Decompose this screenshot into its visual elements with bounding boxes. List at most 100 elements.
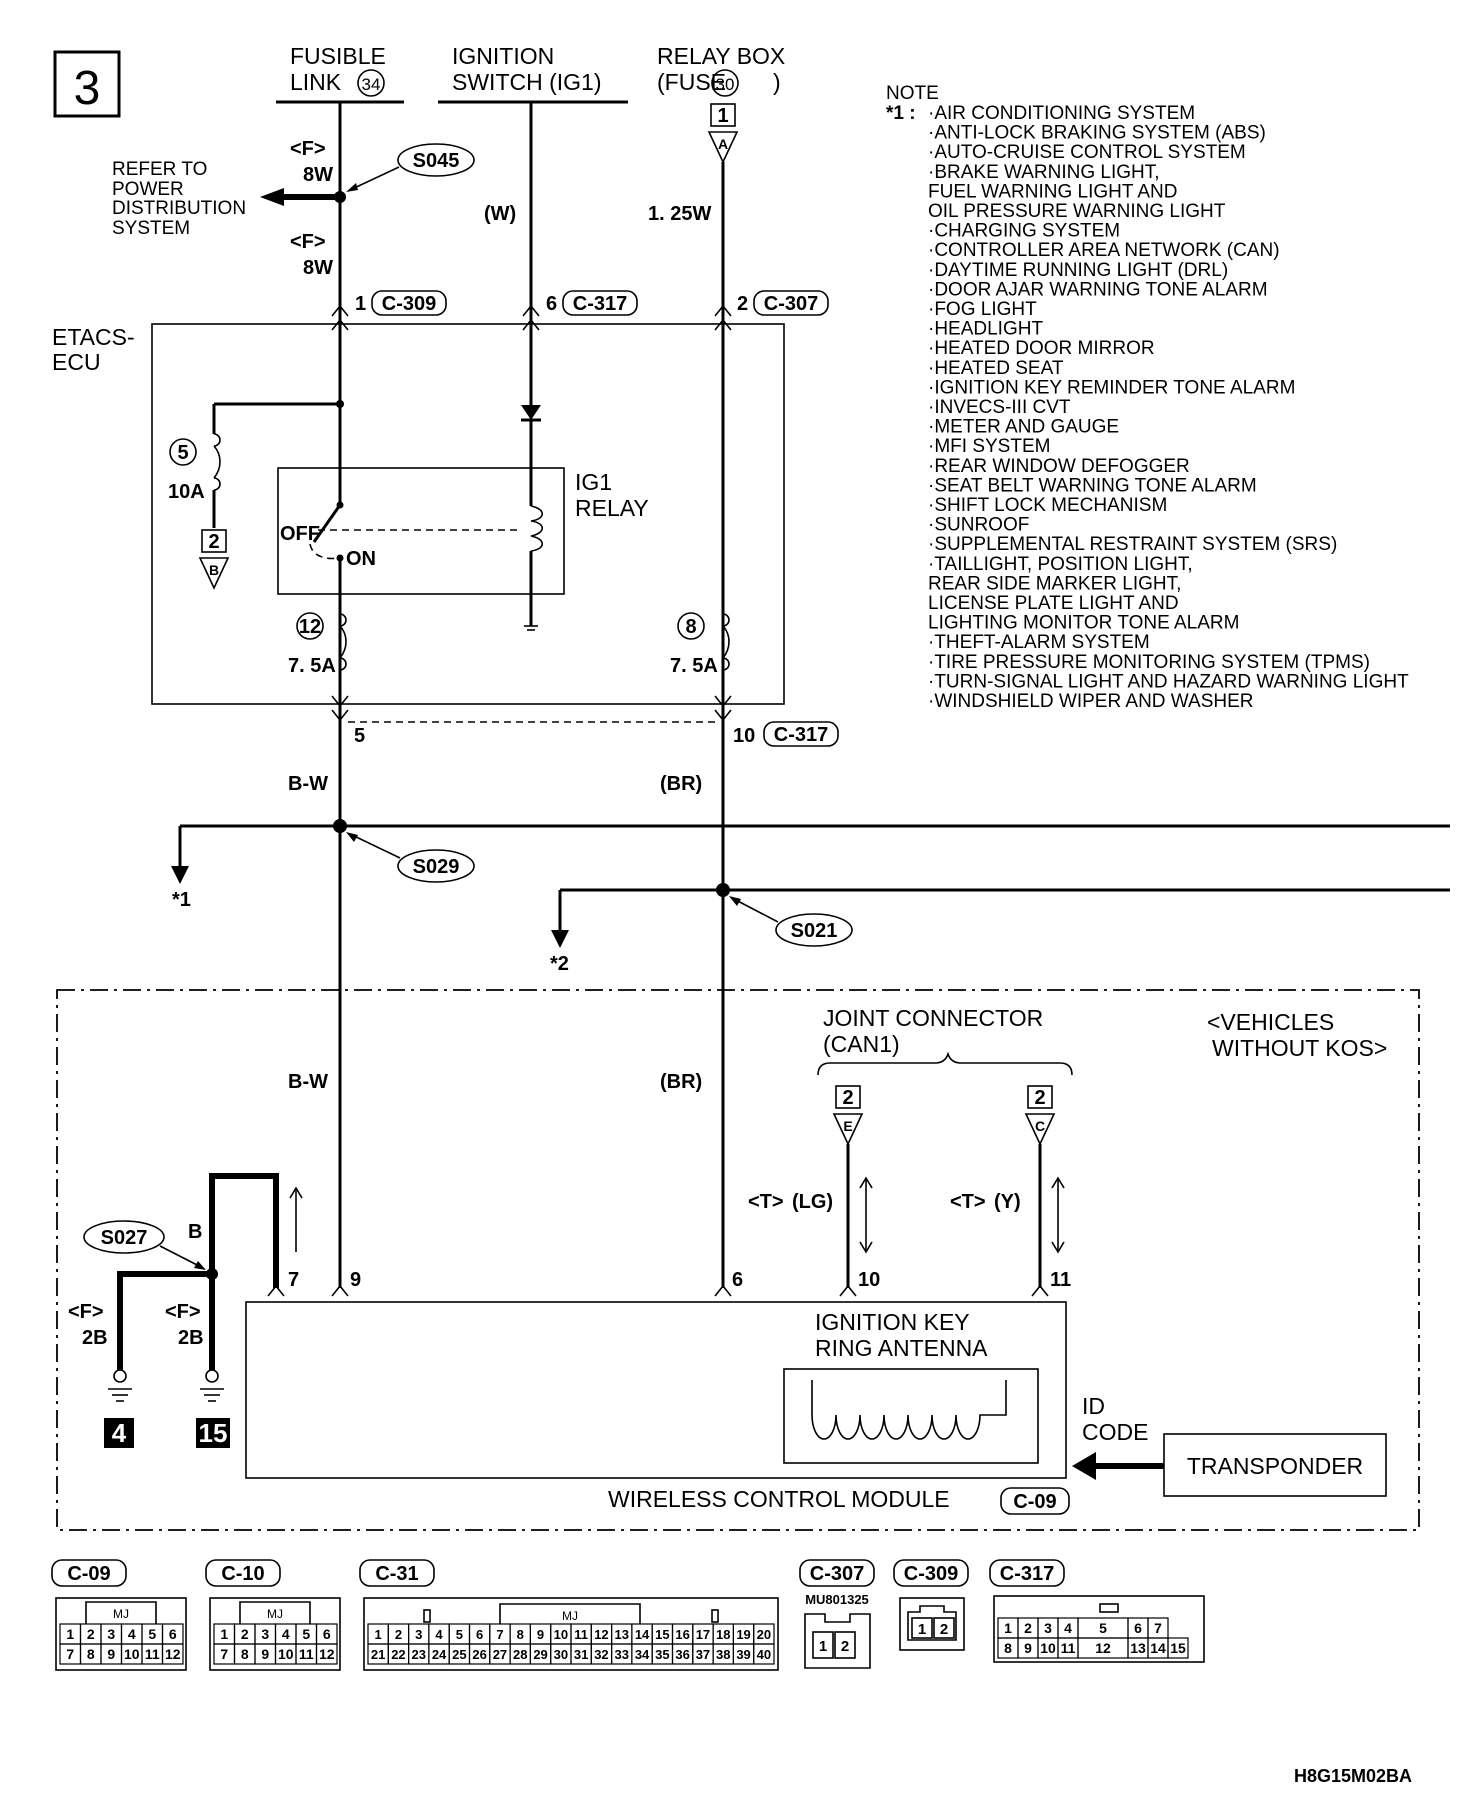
connector-pin: 39 xyxy=(736,1647,750,1662)
terminal-e-letter: E xyxy=(843,1118,852,1134)
note-item: ·HEADLIGHT xyxy=(928,319,1043,340)
connector-pin: 26 xyxy=(472,1647,486,1662)
note-item: ·INVECS-III CVT xyxy=(928,397,1071,418)
note-item: ·TAILLIGHT, POSITION LIGHT, xyxy=(928,554,1193,575)
legend-c317-title: C-317 xyxy=(1000,1563,1054,1585)
wcm-label: WIRELESS CONTROL MODULE xyxy=(608,1486,950,1512)
pin-11: 11 xyxy=(1050,1269,1071,1291)
note-item: ·SUNROOF xyxy=(928,515,1029,536)
conn-c309: C-309 xyxy=(382,293,436,315)
note-item: LICENSE PLATE LIGHT AND xyxy=(928,593,1179,614)
note-item: ·TIRE PRESSURE MONITORING SYSTEM (TPMS) xyxy=(928,652,1370,673)
note-item: ·FOG LIGHT xyxy=(928,299,1037,320)
conn-c317-top: C-317 xyxy=(573,293,627,315)
note-item: REAR SIDE MARKER LIGHT, xyxy=(928,573,1181,594)
note-item: ·IGNITION KEY REMINDER TONE ALARM xyxy=(928,377,1295,398)
connector-pin: 1 xyxy=(375,1627,382,1642)
connector-pin: 10 xyxy=(1040,1640,1056,1656)
source-fusible-link: FUSIBLE LINK 34 xyxy=(276,43,404,104)
joint-label-2: (CAN1) xyxy=(823,1031,900,1057)
antenna-box xyxy=(783,1368,1039,1464)
connector-pin: 5 xyxy=(148,1626,156,1642)
connector-pin: 3 xyxy=(415,1627,422,1642)
connector-pin: 7 xyxy=(220,1646,228,1662)
wcm-box xyxy=(245,1301,1067,1479)
pin-6b: 6 xyxy=(732,1269,743,1291)
note-item: LIGHTING MONITOR TONE ALARM xyxy=(928,613,1239,634)
connector-pin: 9 xyxy=(261,1646,269,1662)
label-w: (W) xyxy=(484,203,516,225)
connector-pin: 12 xyxy=(319,1646,335,1662)
fuse-8-rating: 7. 5A xyxy=(670,655,718,677)
label-2b-1: 2B xyxy=(82,1327,108,1349)
connector-pin: 40 xyxy=(757,1647,771,1662)
star-2: *2 xyxy=(550,953,569,975)
legend-c307: C-307 MU801325 1 2 xyxy=(799,1559,875,1669)
connector-pin: 15 xyxy=(655,1627,669,1642)
pin-5: 5 xyxy=(354,725,365,747)
relay-label-2: RELAY xyxy=(575,495,649,521)
conn-c317-bottom: C-317 xyxy=(774,724,828,746)
label-t-2: <T> xyxy=(950,1191,986,1213)
connector-pin: 3 xyxy=(261,1626,269,1642)
connector-pin: 10 xyxy=(278,1646,294,1662)
note-item: ·HEATED SEAT xyxy=(928,358,1064,379)
label-f-1: <F> xyxy=(290,138,326,160)
note-item: ·ANTI-LOCK BRAKING SYSTEM (ABS) xyxy=(928,123,1266,144)
splice-s029: S029 xyxy=(413,856,460,878)
legend-c307-pin2: 2 xyxy=(841,1638,849,1655)
connector-pin: 14 xyxy=(1150,1640,1166,1656)
note-item: ·BRAKE WARNING LIGHT, xyxy=(928,162,1160,183)
fuse-12-rating: 7. 5A xyxy=(288,655,336,677)
fusible-link-number: 34 xyxy=(362,75,381,94)
connector-pin: 31 xyxy=(574,1647,588,1662)
label-bw-2: B-W xyxy=(288,1071,328,1093)
note-item: ·HEATED DOOR MIRROR xyxy=(928,338,1155,359)
connector-pin: 5 xyxy=(456,1627,463,1642)
terminal-relay-a-num: 1 xyxy=(717,105,728,127)
ig1-relay-box xyxy=(277,467,565,595)
label-t-1: <T> xyxy=(748,1191,784,1213)
connector-pin: 11 xyxy=(574,1627,588,1642)
vehicles-label-1: <VEHICLES xyxy=(1207,1009,1334,1035)
note-item: ·CONTROLLER AREA NETWORK (CAN) xyxy=(928,240,1280,261)
connector-pin: 37 xyxy=(696,1647,710,1662)
id-code-2: CODE xyxy=(1082,1419,1148,1445)
transponder-box xyxy=(1163,1433,1387,1497)
legend-part-no: MU801325 xyxy=(805,1592,869,1607)
fusible-link-label-1: FUSIBLE xyxy=(290,43,386,69)
terminal-fuse-b: 2 B xyxy=(198,529,230,590)
wcm-conn: C-09 xyxy=(1013,1491,1056,1513)
connector-pin: 1 xyxy=(1004,1620,1012,1636)
fusible-link-label-2: LINK xyxy=(290,69,342,95)
connector-pin: 8 xyxy=(87,1646,95,1662)
ref-power-distribution: REFER TO POWER DISTRIBUTION SYSTEM xyxy=(112,159,340,239)
drawing-code: H8G15M02BA xyxy=(1294,1766,1412,1786)
connector-pin: 2 xyxy=(87,1626,95,1642)
fuse-5-rating: 10A xyxy=(168,481,205,503)
connector-pin: 4 xyxy=(282,1626,290,1642)
note-item: ·TURN-SIGNAL LIGHT AND HAZARD WARNING LI… xyxy=(928,671,1409,692)
vehicle-block xyxy=(56,989,1420,1531)
star-1: *1 xyxy=(172,889,191,911)
ref-line-4: SYSTEM xyxy=(112,218,190,239)
connector-pin: 3 xyxy=(1044,1620,1052,1636)
legend-c10-title: C-10 xyxy=(221,1563,264,1585)
ecu-label-1: ETACS- xyxy=(52,324,135,350)
connector-pin: 7 xyxy=(496,1627,503,1642)
label-b: B xyxy=(188,1221,202,1243)
ref-line-2: POWER xyxy=(112,179,184,200)
legend-c09-title: C-09 xyxy=(67,1563,110,1585)
note-item: ·SHIFT LOCK MECHANISM xyxy=(928,495,1167,516)
connector-pin: 9 xyxy=(107,1646,115,1662)
antenna-label-1: IGNITION KEY xyxy=(815,1309,970,1335)
label-8w-2: 8W xyxy=(303,257,333,279)
legend-c307-title: C-307 xyxy=(810,1563,864,1585)
legend-c09-mj: MJ xyxy=(113,1607,129,1621)
connector-pin: 2 xyxy=(1024,1620,1032,1636)
connector-pin: 11 xyxy=(299,1646,314,1662)
terminal-c-num: 2 xyxy=(1034,1087,1045,1109)
